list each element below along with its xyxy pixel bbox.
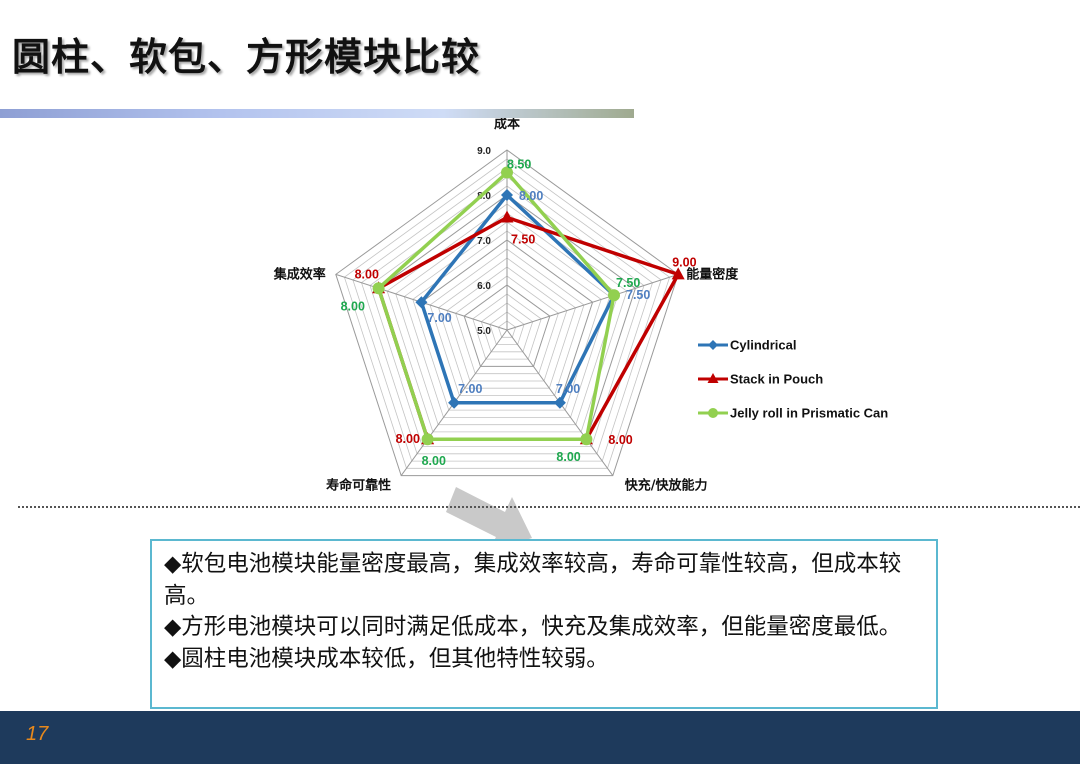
grid-ring bbox=[497, 320, 517, 338]
legend-marker bbox=[708, 408, 718, 418]
data-label: 8.50 bbox=[507, 158, 531, 172]
axis-label: 寿命可靠性 bbox=[326, 478, 391, 494]
data-label: 7.00 bbox=[458, 382, 482, 396]
grid-ring bbox=[446, 266, 568, 382]
data-point bbox=[671, 267, 685, 280]
data-label: 7.50 bbox=[511, 233, 535, 247]
grid-ring bbox=[480, 302, 534, 353]
series-line bbox=[419, 193, 616, 405]
data-label: 9.00 bbox=[672, 255, 696, 269]
bullet-cylindrical: ◆圆柱电池模块成本较低，但其他特性较弱。 bbox=[164, 645, 609, 672]
data-label: 8.00 bbox=[355, 267, 379, 281]
series-line bbox=[376, 170, 616, 441]
tick-label: 6.0 bbox=[477, 281, 491, 292]
grid-ring bbox=[463, 284, 551, 367]
data-label: 8.00 bbox=[396, 432, 420, 446]
data-label: 7.00 bbox=[427, 311, 451, 325]
axis-label: 集成效率 bbox=[273, 266, 326, 282]
grid-ring bbox=[403, 221, 611, 418]
grid-ring bbox=[343, 158, 671, 469]
legend-label: Jelly roll in Prismatic Can bbox=[730, 406, 888, 421]
data-label: 8.00 bbox=[422, 454, 446, 468]
axis-label: 快充/快放能力 bbox=[625, 478, 708, 494]
grid-ring bbox=[335, 149, 679, 477]
legend-marker bbox=[708, 340, 718, 350]
legend-label: Stack in Pouch bbox=[730, 372, 823, 387]
title-underline-bar bbox=[0, 109, 634, 118]
legend-label: Cylindrical bbox=[730, 338, 796, 353]
grid-ring bbox=[412, 230, 602, 411]
data-point bbox=[553, 396, 566, 409]
grid-ring bbox=[489, 311, 525, 346]
data-point bbox=[501, 189, 513, 201]
radar-series bbox=[372, 166, 685, 446]
data-point bbox=[580, 433, 593, 446]
data-label: 7.50 bbox=[616, 276, 640, 290]
page-number: 17 bbox=[26, 723, 49, 745]
slide-title: 圆柱、软包、方形模块比较 bbox=[12, 35, 481, 79]
grid-ring bbox=[455, 275, 559, 375]
data-label: 7.50 bbox=[626, 288, 650, 302]
tick-label: 7.0 bbox=[477, 236, 491, 247]
grid-ring bbox=[429, 248, 585, 396]
footer-bar: 17 bbox=[0, 711, 1080, 764]
summary-text-box: ◆软包电池模块能量密度最高，集成效率较高，寿命可靠性较高，但成本较高。 ◆方形电… bbox=[150, 539, 938, 709]
grid-ring bbox=[438, 257, 576, 389]
data-point bbox=[608, 289, 620, 302]
grid-ring bbox=[369, 185, 645, 447]
radial-tick-labels: 5.0 6.0 7.0 8.0 9.0 bbox=[477, 146, 491, 337]
data-label: 8.00 bbox=[608, 433, 632, 447]
data-label: 8.00 bbox=[341, 299, 365, 313]
data-point bbox=[501, 166, 513, 179]
grid-ring bbox=[386, 203, 628, 433]
data-point bbox=[421, 433, 434, 446]
axis-spoke bbox=[506, 273, 679, 331]
bullet-prismatic: ◆方形电池模块可以同时满足低成本，快充及集成效率，但能量密度最低。 bbox=[164, 614, 902, 640]
data-point bbox=[448, 396, 461, 409]
tick-label: 8.0 bbox=[477, 191, 491, 202]
data-labels: 8.007.507.007.007.007.509.008.008.008.00… bbox=[341, 158, 697, 469]
axis-label: 能量密度 bbox=[686, 266, 739, 282]
data-point bbox=[500, 210, 514, 223]
data-label: 8.00 bbox=[519, 189, 543, 203]
tick-label: 9.0 bbox=[477, 146, 491, 157]
data-label: 7.00 bbox=[556, 382, 580, 396]
bullet-pouch: ◆软包电池模块能量密度最高，集成效率较高，寿命可靠性较高，但成本较高。 bbox=[164, 551, 902, 609]
divider-dotted-line bbox=[18, 506, 1080, 508]
legend-marker bbox=[707, 373, 719, 383]
data-label: 8.00 bbox=[556, 450, 580, 464]
grid-ring bbox=[472, 293, 542, 360]
tick-label: 5.0 bbox=[477, 326, 491, 337]
axis-label: 成本 bbox=[494, 118, 520, 132]
data-point bbox=[372, 282, 385, 295]
grid-ring bbox=[361, 176, 653, 455]
data-point bbox=[415, 296, 428, 309]
